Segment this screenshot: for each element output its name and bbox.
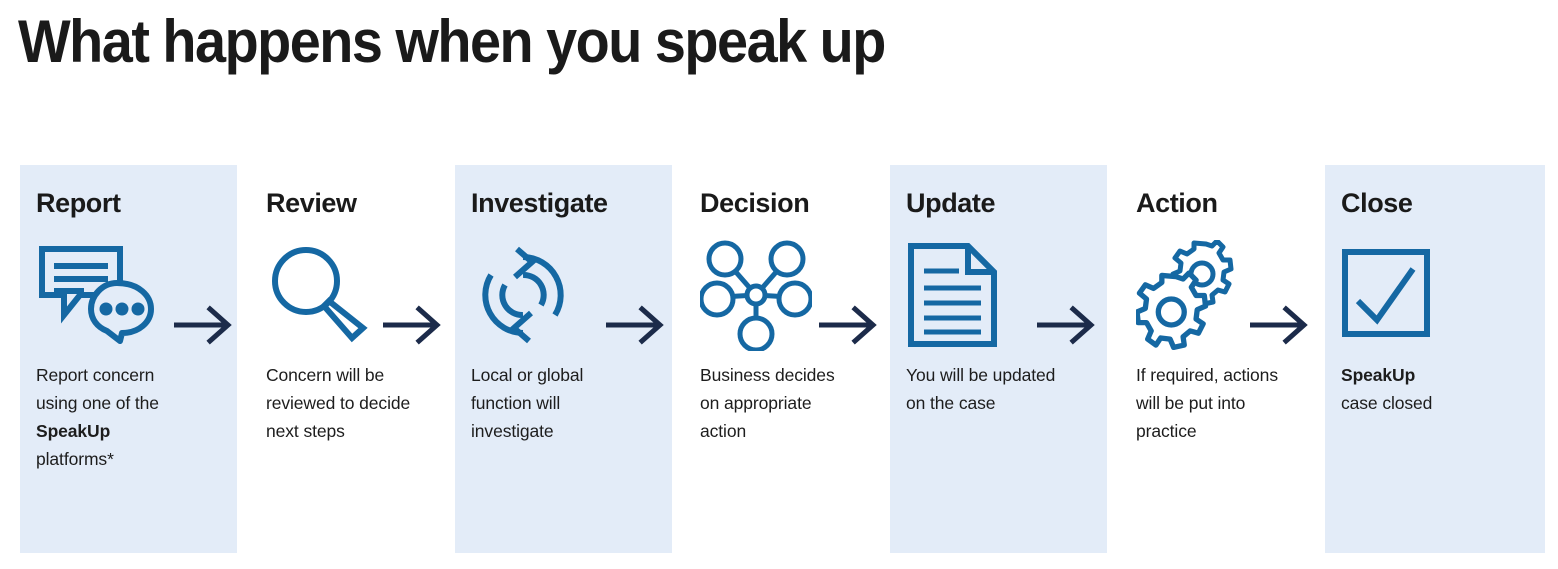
desc-line: If required, actions bbox=[1136, 365, 1278, 385]
flow-step-title: Investigate bbox=[471, 188, 608, 218]
arrow-right-icon bbox=[817, 305, 879, 345]
desc-line: using one of the bbox=[36, 393, 159, 413]
flow-step-description: You will be updated on the case bbox=[906, 361, 1091, 417]
desc-line: will be put into bbox=[1136, 393, 1246, 413]
desc-line: Concern will be bbox=[266, 365, 385, 385]
desc-line: investigate bbox=[471, 421, 554, 441]
arrow-right-icon bbox=[1035, 305, 1097, 345]
desc-line: function will bbox=[471, 393, 561, 413]
arrow-right-icon bbox=[604, 305, 666, 345]
desc-line: practice bbox=[1136, 421, 1197, 441]
page-title: What happens when you speak up bbox=[18, 8, 886, 75]
arrow-right-icon bbox=[172, 305, 234, 345]
desc-line: You will be updated bbox=[906, 365, 1056, 385]
flow-step-action: Action If required, actions will be put … bbox=[1120, 165, 1337, 553]
flow-step-icon-area bbox=[906, 233, 1091, 361]
flow-step-icon-area bbox=[1134, 233, 1321, 361]
desc-line-bold: SpeakUp bbox=[1341, 365, 1416, 385]
flow-step-title: Review bbox=[266, 188, 357, 218]
process-flow: Report Report concern using one of the S… bbox=[0, 165, 1558, 555]
flow-step-report: Report Report concern using one of the S… bbox=[20, 165, 237, 553]
flow-step-description: Concern will be reviewed to decide next … bbox=[266, 361, 451, 445]
flow-step-close: Close SpeakUp case closed bbox=[1325, 165, 1545, 553]
desc-line: next steps bbox=[266, 421, 345, 441]
desc-line: Business decides bbox=[700, 365, 835, 385]
flow-step-description: Local or global function will investigat… bbox=[471, 361, 656, 445]
desc-line-bold: SpeakUp bbox=[36, 421, 111, 441]
flow-step-description: If required, actions will be put into pr… bbox=[1136, 361, 1321, 445]
desc-line: Report concern bbox=[36, 365, 155, 385]
flow-step-description: Report concern using one of the SpeakUp … bbox=[36, 361, 221, 473]
network-nodes-icon bbox=[698, 239, 814, 356]
flow-step-title: Report bbox=[36, 188, 121, 218]
flow-step-review: Review Concern will be reviewed to decid… bbox=[250, 165, 467, 553]
desc-line: on the case bbox=[906, 393, 996, 413]
magnifier-icon bbox=[266, 243, 378, 352]
flow-step-icon-area bbox=[266, 233, 451, 361]
flow-step-description: SpeakUp case closed bbox=[1341, 361, 1529, 417]
checkbox-check-icon bbox=[1341, 248, 1435, 347]
speech-bubbles-icon bbox=[36, 243, 154, 352]
desc-line: Local or global bbox=[471, 365, 584, 385]
gears-icon bbox=[1134, 238, 1246, 355]
flow-step-investigate: Investigate Local or global function wil… bbox=[455, 165, 672, 553]
cycle-arrows-icon bbox=[471, 243, 575, 352]
desc-line: case closed bbox=[1341, 393, 1433, 413]
desc-line: action bbox=[700, 421, 747, 441]
flow-step-decision: Decision Business decides bbox=[684, 165, 901, 553]
flow-step-icon-area bbox=[698, 233, 885, 361]
flow-step-title: Action bbox=[1136, 188, 1218, 218]
document-icon bbox=[906, 241, 1002, 354]
flow-step-description: Business decides on appropriate action bbox=[700, 361, 885, 445]
flow-step-icon-area bbox=[471, 233, 656, 361]
arrow-right-icon bbox=[1248, 305, 1310, 345]
arrow-right-icon bbox=[381, 305, 443, 345]
flow-step-update: Update You will be updated on the case bbox=[890, 165, 1107, 553]
flow-step-icon-area bbox=[1341, 233, 1529, 361]
desc-line: reviewed to decide bbox=[266, 393, 411, 413]
flow-step-title: Decision bbox=[700, 188, 810, 218]
flow-step-title: Close bbox=[1341, 188, 1413, 218]
flow-step-title: Update bbox=[906, 188, 996, 218]
flow-step-icon-area bbox=[36, 233, 221, 361]
desc-line: platforms* bbox=[36, 449, 114, 469]
desc-line: on appropriate bbox=[700, 393, 812, 413]
